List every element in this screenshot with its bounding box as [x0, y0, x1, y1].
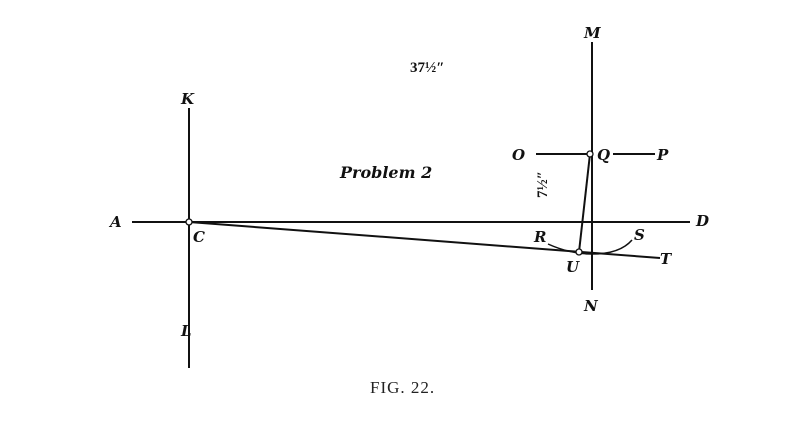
problem-title: Problem 2	[339, 163, 432, 182]
label-U: U	[566, 258, 580, 276]
point-Q-marker	[586, 150, 594, 158]
line-CT	[188, 221, 661, 259]
point-U-marker	[575, 248, 583, 256]
label-P: P	[656, 146, 669, 164]
point-C-marker	[185, 218, 193, 226]
label-C: C	[193, 228, 205, 246]
label-A: A	[108, 213, 122, 231]
label-N: N	[583, 297, 599, 315]
label-D: D	[695, 212, 709, 230]
figure-caption: FIG. 22.	[370, 378, 435, 397]
label-Q: Q	[597, 146, 610, 164]
arc-RS	[547, 239, 633, 255]
label-O: O	[512, 146, 525, 164]
label-M: M	[583, 24, 601, 42]
dimension-top: 37½″	[410, 60, 445, 76]
dimension-side: 7½″	[535, 171, 551, 198]
label-R: R	[533, 228, 546, 246]
label-S: S	[634, 226, 645, 244]
label-T: T	[660, 250, 673, 268]
label-K: K	[180, 90, 195, 108]
line-QU	[578, 153, 591, 253]
label-L: L	[180, 322, 192, 340]
